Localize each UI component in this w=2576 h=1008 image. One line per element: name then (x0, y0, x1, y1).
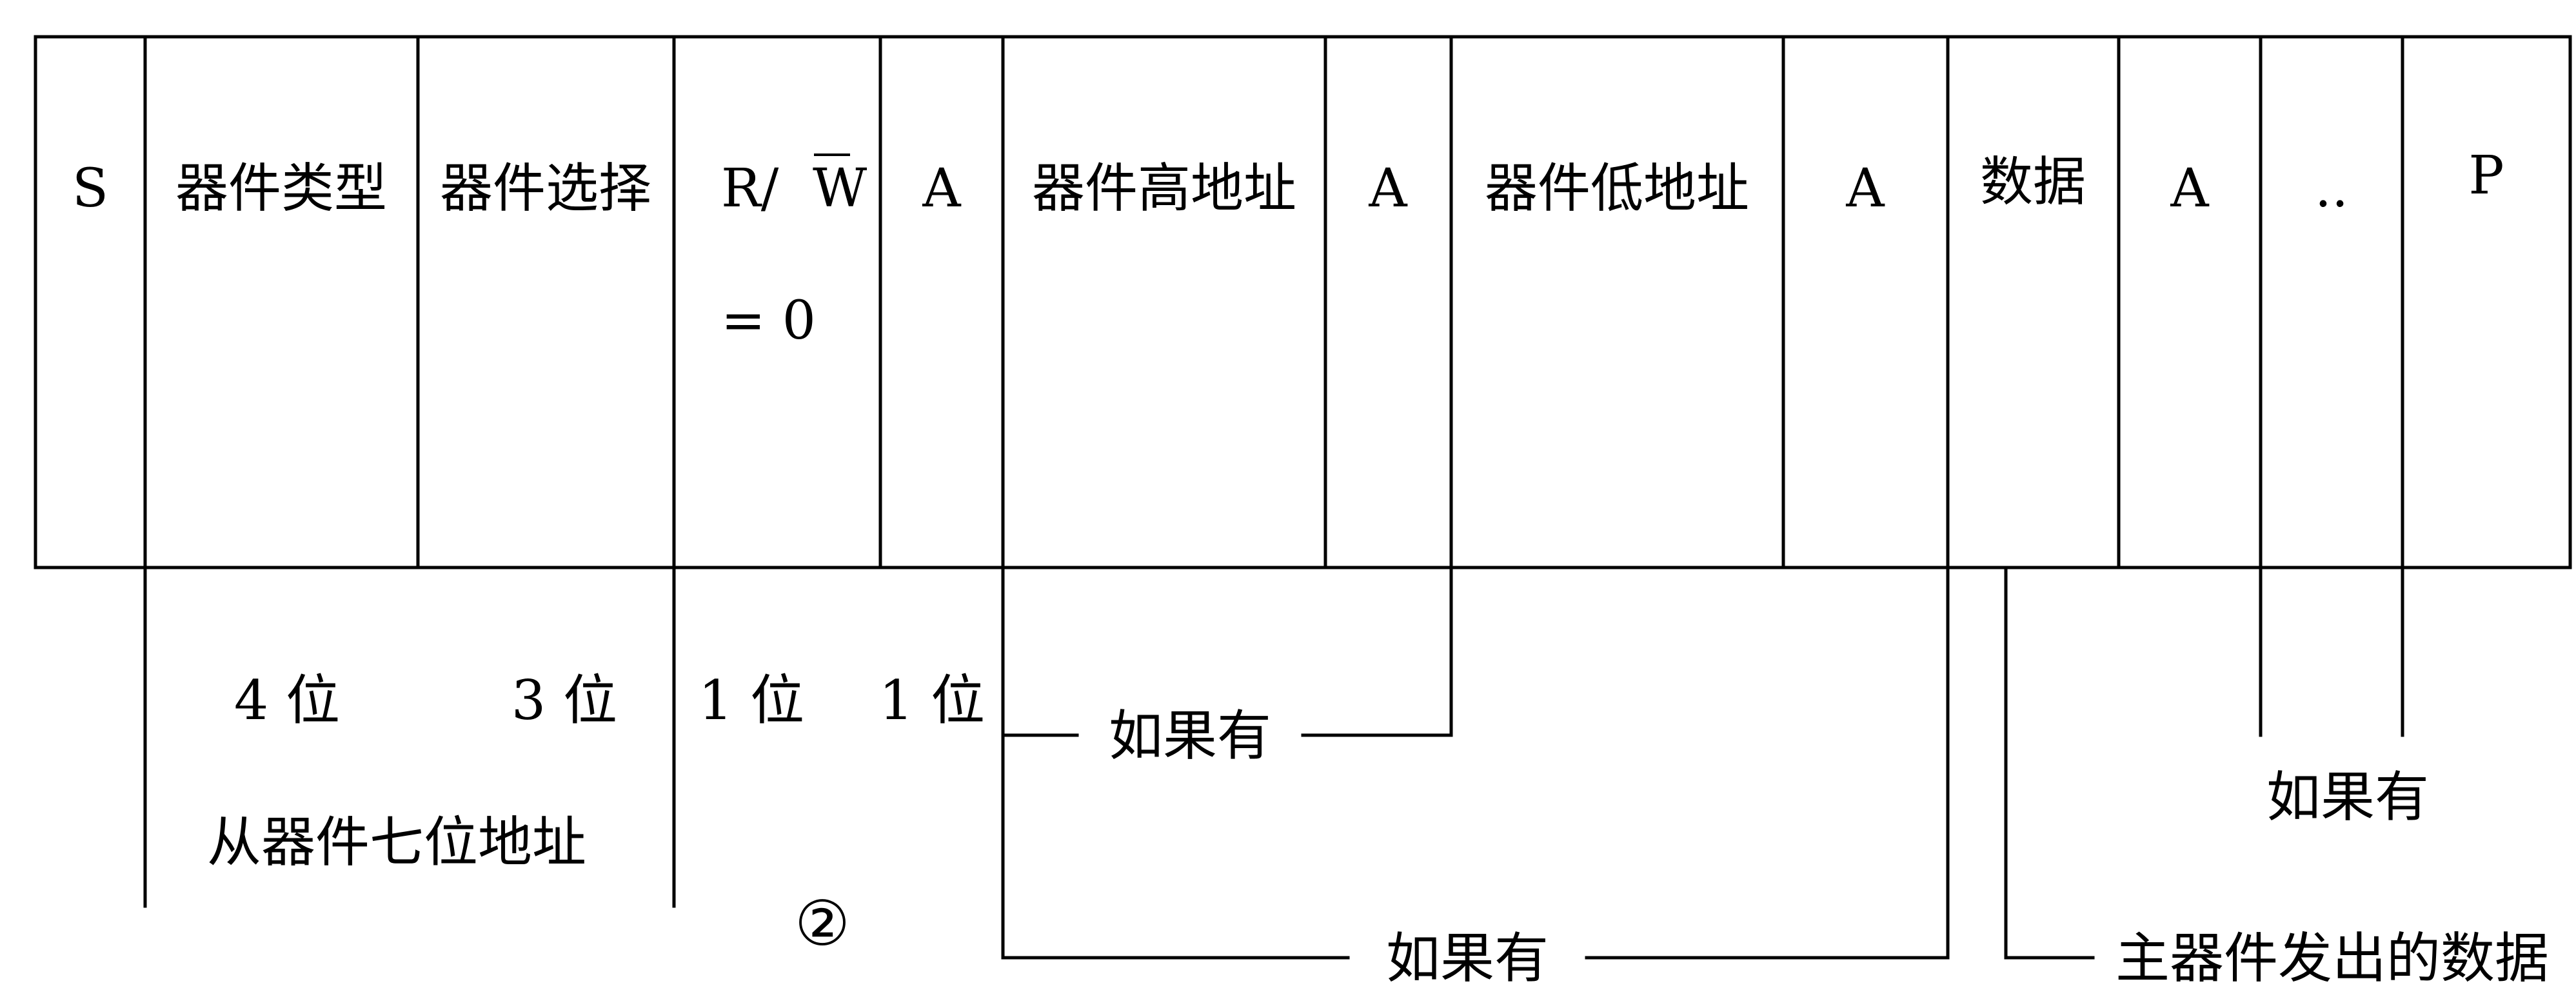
cell-ack-4-label: A (2170, 158, 2210, 219)
cell-ack-2-label: A (1368, 158, 1408, 219)
cell-device-select-label: 器件选择 (440, 158, 651, 219)
cell-dividers (34, 35, 2572, 569)
cell-device-type-label: 器件类型 (175, 158, 387, 219)
bits-1b-label: 1 位 (879, 669, 985, 732)
cell-rw-label-eq: = 0 (721, 290, 816, 351)
cell-labels: S 器件类型 器件选择 R/ W = 0 A 器件高地址 A 器件低地址 A 数… (72, 145, 2504, 351)
cell-ellipsis-label: .. (2315, 158, 2348, 219)
slave-address-label: 从器件七位地址 (207, 811, 586, 874)
cell-low-address-label: 器件低地址 (1485, 158, 1749, 219)
cell-stop-label: P (2468, 145, 2504, 206)
if-present-low-label: 如果有 (1386, 927, 1549, 990)
bits-1a-label: 1 位 (698, 669, 804, 732)
if-present-more-label: 如果有 (2266, 766, 2429, 829)
annotation-lines (143, 566, 2404, 960)
bits-4-label: 4 位 (234, 669, 340, 732)
cell-ack-1-label: A (922, 158, 962, 219)
cell-data-label: 数据 (1980, 152, 2086, 213)
circled-number-2: ② (795, 887, 850, 960)
cell-ack-3-label: A (1845, 158, 1885, 219)
cell-rw-label-w: W (813, 158, 867, 219)
annotation-labels: 4 位 3 位 1 位 1 位 从器件七位地址 如果有 如果有 如果有 主器件发… (207, 669, 2549, 990)
cell-rw-label-r: R/ (721, 158, 779, 219)
cell-high-address-label: 器件高地址 (1032, 158, 1296, 219)
master-data-label: 主器件发出的数据 (2115, 927, 2549, 990)
cell-start-label: S (72, 158, 108, 219)
bits-3-label: 3 位 (511, 669, 617, 732)
if-present-high-label: 如果有 (1109, 704, 1271, 767)
